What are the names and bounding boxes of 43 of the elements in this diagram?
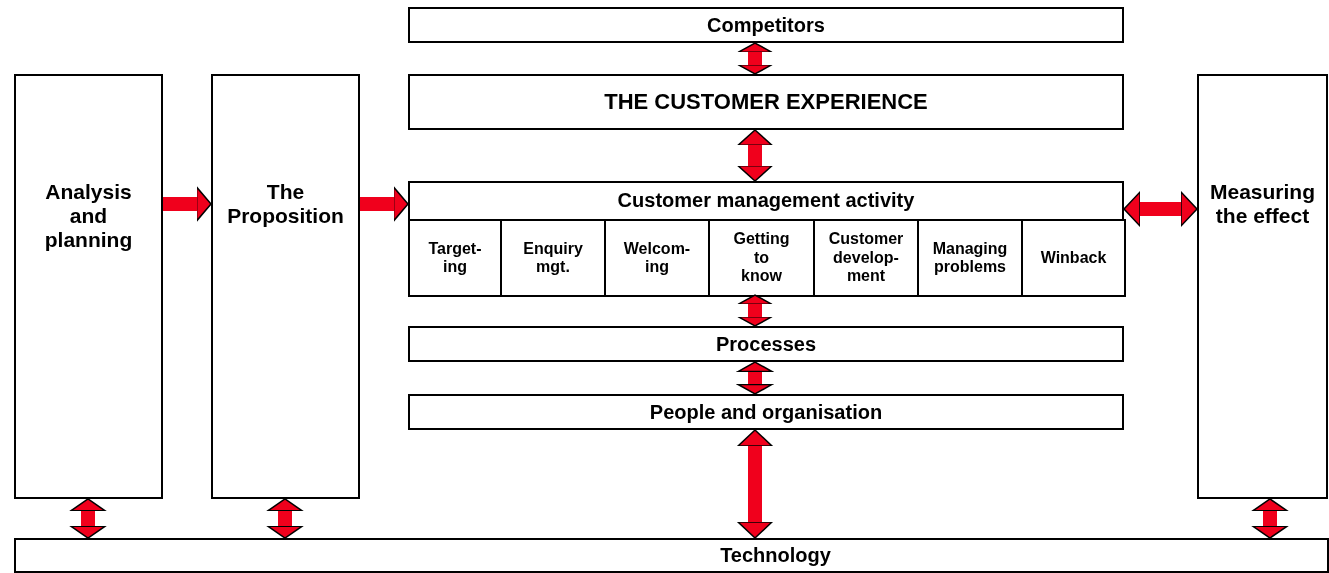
box-label: People and organisation xyxy=(649,400,883,424)
double-arrow xyxy=(737,294,773,327)
process-box xyxy=(408,74,1124,130)
double-arrow xyxy=(1123,191,1198,227)
double-arrow xyxy=(737,361,773,395)
double-arrow xyxy=(267,498,303,539)
box-label: THE CUSTOMER EXPERIENCE xyxy=(604,89,928,115)
double-arrow xyxy=(737,129,773,182)
activity-box xyxy=(408,219,502,297)
process-box xyxy=(14,538,1329,573)
box-label: Technology xyxy=(720,544,831,567)
process-box xyxy=(1197,74,1328,499)
process-box xyxy=(408,181,1124,295)
activity-box xyxy=(917,219,1023,297)
process-box xyxy=(14,74,163,499)
box-label: Customer management activity xyxy=(617,189,915,212)
box-label: Customer develop- ment xyxy=(828,230,904,286)
process-box xyxy=(408,394,1124,430)
process-box xyxy=(211,74,360,499)
process-box xyxy=(408,7,1124,43)
box-label: Competitors xyxy=(707,13,825,37)
box-label: Measuring the effect xyxy=(1210,180,1315,229)
double-arrow xyxy=(737,42,773,75)
box-label: Winback xyxy=(1040,248,1107,268)
box-label: Enquiry mgt. xyxy=(523,239,583,277)
box-label: Managing problems xyxy=(932,239,1008,277)
activity-box xyxy=(604,219,710,297)
double-arrow xyxy=(70,498,106,539)
box-label: Analysis and planning xyxy=(44,180,133,253)
box-label: Processes xyxy=(715,332,817,356)
activity-box xyxy=(1021,219,1126,297)
double-arrow xyxy=(1252,498,1288,539)
process-box xyxy=(408,326,1124,362)
box-label: The Proposition xyxy=(227,180,344,229)
arrow xyxy=(163,186,212,222)
box-label: Welcom- ing xyxy=(623,239,691,277)
arrow xyxy=(360,186,409,222)
activity-box xyxy=(500,219,606,297)
double-arrow xyxy=(737,429,773,539)
activity-box xyxy=(708,219,815,297)
activity-box xyxy=(813,219,919,297)
box-label: Getting to know xyxy=(733,230,790,286)
box-label: Target- ing xyxy=(428,239,482,277)
